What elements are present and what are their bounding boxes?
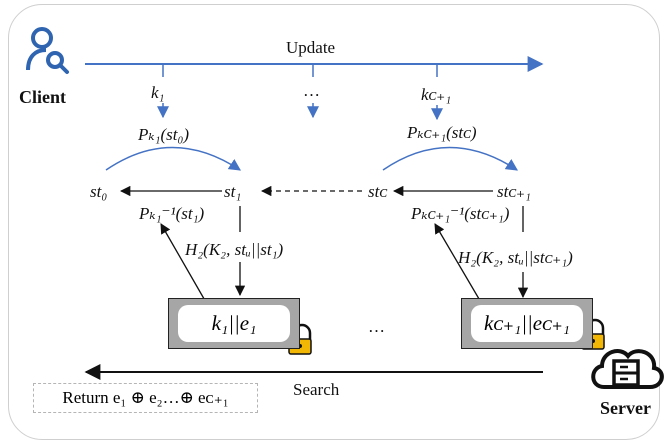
state-stc1: stᴄ₊₁ bbox=[497, 182, 531, 201]
server-ellipsis: … bbox=[368, 317, 385, 336]
search-label: Search bbox=[293, 380, 340, 399]
forward-arc-c1 bbox=[382, 146, 519, 171]
update-label: Update bbox=[286, 38, 336, 57]
server-icon bbox=[591, 349, 664, 389]
permutation-inverse-c1: Pₖᴄ₊₁⁻¹(stᴄ₊₁) bbox=[411, 204, 510, 223]
permutation-forward-c1: Pₖᴄ₊₁(stᴄ) bbox=[407, 123, 477, 142]
server-box-c1-content: kᴄ₊₁||eᴄ₊₁ bbox=[471, 305, 583, 342]
permutation-inverse-1: Pₖ₁⁻¹(st₁) bbox=[139, 204, 205, 223]
client-icon bbox=[26, 27, 69, 74]
update-ellipsis: … bbox=[303, 81, 320, 100]
key-c1-label: kᴄ₊₁ bbox=[421, 85, 452, 104]
hash-label-c1: H₂(K₂, stᵤ||stᴄ₊₁) bbox=[458, 248, 573, 267]
state-st0: st₀ bbox=[90, 182, 108, 201]
key-1-label: k₁ bbox=[151, 83, 165, 102]
client-label: Client bbox=[19, 87, 66, 107]
hash-label-1: H₂(K₂, stᵤ||st₁) bbox=[185, 240, 284, 259]
forward-arc-1 bbox=[105, 146, 242, 171]
permutation-forward-1: Pₖ₁(st₀) bbox=[138, 125, 190, 144]
return-box: Return e₁ ⊕ e₂…⊕ eᴄ₊₁ bbox=[33, 383, 258, 413]
diagram-frame bbox=[8, 4, 660, 440]
box-1-to-inverse-arrow bbox=[160, 223, 208, 305]
box-c1-to-inverse-arrow bbox=[434, 223, 483, 305]
server-box-1-label: k₁||e₁ bbox=[211, 311, 257, 335]
return-text: Return e₁ ⊕ e₂…⊕ eᴄ₊₁ bbox=[62, 388, 229, 407]
state-st1: st₁ bbox=[224, 182, 242, 201]
state-stc: stᴄ bbox=[368, 182, 388, 201]
server-box-c1-label: kᴄ₊₁||eᴄ₊₁ bbox=[484, 311, 570, 335]
server-label: Server bbox=[600, 398, 651, 418]
server-box-1-content: k₁||e₁ bbox=[178, 305, 290, 342]
